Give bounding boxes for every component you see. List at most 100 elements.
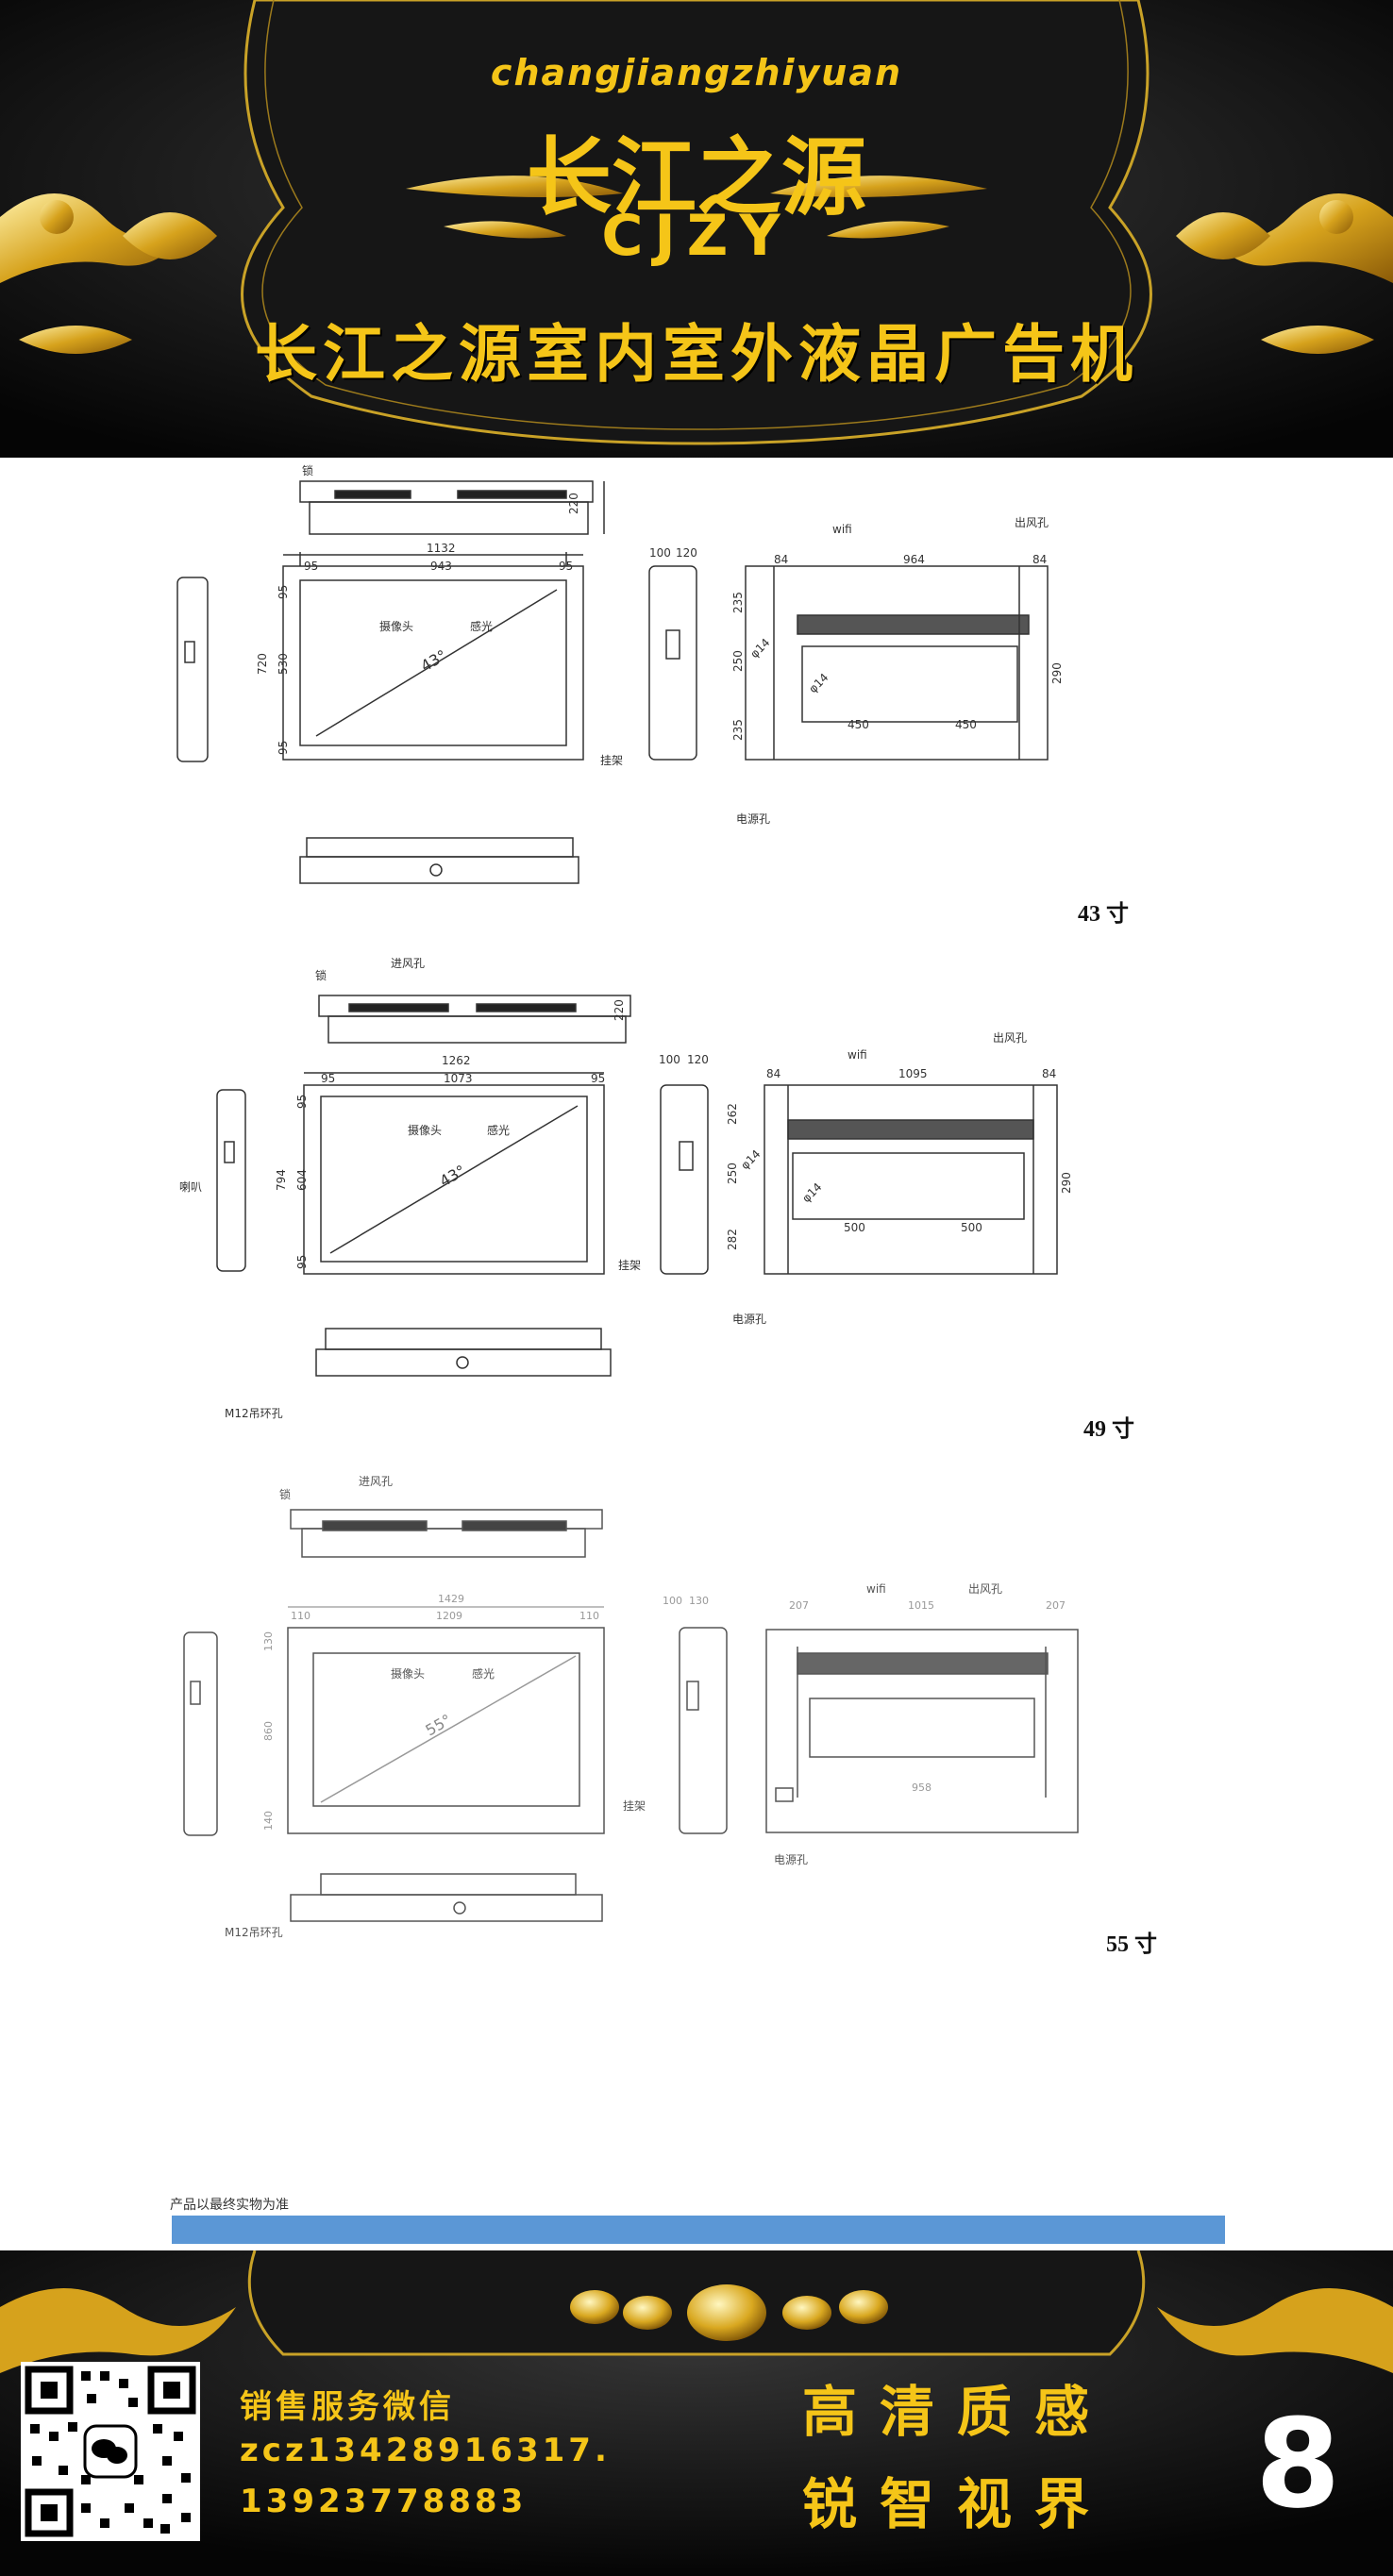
dim-phi2-43: φ14: [806, 671, 831, 695]
dim-depth1-55: 100: [663, 1595, 682, 1607]
right-side-43: [648, 565, 697, 761]
gold-coins-icon: [570, 2284, 888, 2341]
brand-logo: 长江之源: [527, 127, 866, 227]
label-wifi-55: wifi: [866, 1582, 886, 1596]
dim-height-49: 794: [275, 1169, 288, 1191]
dim-side-h-49: 220: [613, 999, 626, 1021]
front-screen-49: [320, 1096, 588, 1263]
dim-depth2-55: 130: [689, 1595, 709, 1607]
label-outlet-49: 出风孔: [993, 1031, 1027, 1045]
dim-hole-l-49: 500: [844, 1221, 865, 1234]
left-flourish-icon: [0, 193, 217, 354]
front-screen-43: [299, 579, 567, 746]
brand-abbr: CJZY: [601, 203, 792, 269]
label-light-43: 感光: [470, 619, 493, 633]
label-speaker-49: 喇叭: [179, 1179, 202, 1194]
back-frame-49: [764, 1084, 1058, 1275]
qr-code: [21, 2362, 200, 2541]
dim-depth1-43: 100: [649, 546, 671, 560]
dim-margin-l-49: 95: [321, 1072, 335, 1085]
wechat-id: zcz13428916317.: [240, 2432, 611, 2469]
model-49-drawing: 锁 进风孔 220 1262 1073 95 95 794 604 95 95 …: [179, 957, 1073, 1420]
dim-back-mid-43: 250: [731, 650, 745, 672]
service-label: 销售服务微信: [240, 2388, 455, 2426]
right-side-55: [679, 1627, 728, 1834]
dim-bottom-49: 95: [295, 1255, 309, 1269]
dim-height-inner-43: 530: [277, 653, 290, 675]
dim-back-w-49: 1095: [898, 1067, 928, 1080]
dim-height-55: 860: [262, 1721, 275, 1741]
label-light-55: 感光: [472, 1666, 495, 1681]
left-side-55: [183, 1631, 218, 1836]
label-power-55: 电源孔: [774, 1853, 808, 1866]
dim-side-h-43: 220: [567, 493, 580, 514]
dim-phi1-43: φ14: [747, 636, 772, 661]
label-lock-55: 锁: [279, 1487, 291, 1501]
dim-height-43: 720: [256, 653, 269, 675]
label-intake-49: 进风孔: [391, 957, 425, 970]
label-power-43: 电源孔: [736, 812, 770, 826]
dim-phi1-49: φ14: [738, 1147, 763, 1172]
dim-back-h-43: 290: [1050, 662, 1064, 684]
dim-margin-r-49: 95: [591, 1072, 605, 1085]
label-wifi-43: wifi: [832, 523, 852, 536]
label-bracket-55: 挂架: [623, 1799, 646, 1813]
slogan-1: 高清质感: [802, 2380, 1113, 2444]
label-intake-55: 进风孔: [359, 1475, 393, 1488]
dim-width-55: 1429: [438, 1593, 464, 1605]
dim-depth2-43: 120: [676, 546, 697, 560]
dim-margin-l-43: 95: [304, 560, 318, 573]
dim-phi2-49: φ14: [799, 1180, 824, 1205]
brand-pinyin: changjiangzhiyuan: [490, 52, 903, 93]
top-view-55: [290, 1509, 603, 1558]
bottom-view-43: [306, 837, 574, 858]
technical-drawings: 220 锁 1132 943 95 95 720 530 95 95 摄像头 感…: [176, 463, 1079, 1939]
dim-width-49: 1262: [442, 1054, 471, 1067]
label-bracket-49: 挂架: [618, 1259, 641, 1272]
dim-back-top-43: 235: [731, 592, 745, 613]
bottom-banner: 销售服务微信 zcz13428916317. 13923778883 高清质感 …: [0, 2250, 1393, 2576]
left-side-43: [176, 577, 209, 762]
dim-width-inner-49: 1073: [444, 1072, 473, 1085]
dim-back-h-49: 290: [1060, 1172, 1073, 1194]
dim-margin-r-43: 95: [559, 560, 573, 573]
label-camera-43: 摄像头: [379, 619, 413, 633]
dim-width-43: 1132: [427, 542, 456, 555]
label-outlet-55: 出风孔: [968, 1582, 1002, 1596]
top-banner: changjiangzhiyuan 长江之源 CJZY 长江之源室内室外液晶广告…: [0, 0, 1393, 458]
dim-depth1-49: 100: [659, 1053, 680, 1066]
top-view-49: [318, 995, 631, 1044]
label-angle-55: 55°: [423, 1711, 455, 1740]
size-label-55: 55 寸: [1106, 1932, 1157, 1957]
dim-back-mid-49: 250: [726, 1163, 739, 1184]
back-vent-43: [797, 614, 1030, 635]
label-lock-49: 锁: [315, 968, 327, 982]
front-frame-55: [287, 1627, 605, 1834]
bottom-view-55: [320, 1873, 577, 1896]
model-55-drawing: 锁 进风孔 1429 1209 110 110 860 130 140 摄像头 …: [183, 1475, 1079, 1939]
dim-bottom-55: 140: [262, 1811, 275, 1831]
dim-back-w-55: 1015: [908, 1599, 934, 1612]
dim-back-r-55: 207: [1046, 1599, 1066, 1612]
phone-number: 13923778883: [240, 2483, 528, 2520]
dim-top-49: 95: [295, 1095, 309, 1109]
dim-width-inner-55: 1209: [436, 1610, 462, 1622]
label-angle-49: 43°: [437, 1162, 469, 1191]
logo-wings-icon: [406, 176, 987, 239]
label-hook-49: M12吊环孔: [225, 1407, 283, 1420]
dim-depth2-49: 120: [687, 1053, 709, 1066]
dim-back-r-49: 84: [1042, 1067, 1056, 1080]
dim-top-43: 95: [277, 585, 290, 599]
right-side-49: [660, 1084, 709, 1275]
dim-back-top-49: 262: [726, 1103, 739, 1125]
label-camera-55: 摄像头: [391, 1666, 425, 1681]
page-number: 8: [1255, 2392, 1341, 2535]
dim-hole-mid-55: 958: [912, 1781, 931, 1794]
top-view-43: [299, 480, 605, 535]
footer-right-flourish-icon: [1157, 2288, 1393, 2373]
bottom-view-49: [325, 1328, 602, 1350]
dim-margin-l-55: 110: [291, 1610, 310, 1622]
dim-width-inner-43: 943: [430, 560, 452, 573]
front-frame-49: [303, 1084, 605, 1275]
front-frame-43: [282, 565, 584, 761]
